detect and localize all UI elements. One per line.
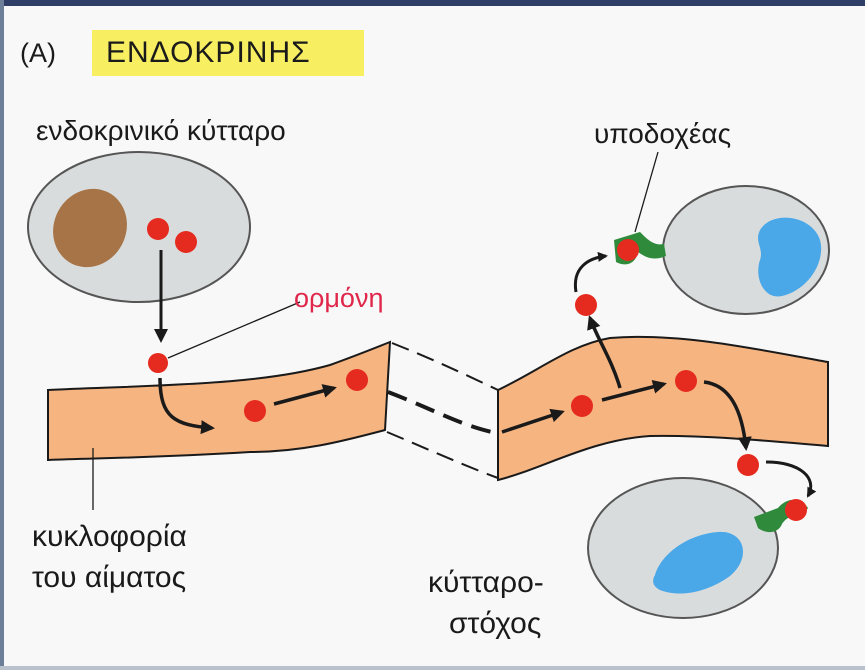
bloodstream-label-line1: κυκλοφορία [32,520,187,554]
hormone-vessel-2 [346,369,368,391]
blood-vessel-left [48,342,390,460]
endocrine-cell-label: ενδοκρινικό κύτταρο [36,115,286,147]
receptor-label: υποδοχέας [594,118,731,150]
blood-vessel-right [498,337,828,480]
bloodstream-label-line2: του αίματος [32,561,186,595]
panel-letter: (A) [20,38,56,69]
hormone-in-cell-2 [175,231,197,253]
hormone-leaving-up [575,294,597,316]
hormone-vessel-4 [675,370,697,392]
vessel-gap-bottom [387,432,498,478]
hormone-vessel-3 [571,395,593,417]
hormone-leaving-down [737,454,759,476]
hormone-released [148,353,168,373]
diagram-title: ΕΝΔΟΚΡΙΝΗΣ [106,36,311,70]
hormone-label: ορμόνη [294,283,383,314]
flow-arrow-to-receptor-bottom [766,462,811,496]
hormone-in-cell-1 [147,218,169,240]
hormone-at-receptor-top [617,239,639,261]
hormone-vessel-1 [244,400,266,422]
hormone-at-receptor-bottom [785,499,807,521]
receptor-leader-line [635,152,658,232]
target-cell-label-line1: κύτταρο- [428,566,544,600]
vessel-gap-top [392,343,498,390]
flow-arrow-to-receptor-top [575,256,606,292]
vessel-gap-flow [388,392,492,432]
hormone-leader-line [168,302,300,358]
target-cell-label-line2: στόχος [449,607,541,641]
